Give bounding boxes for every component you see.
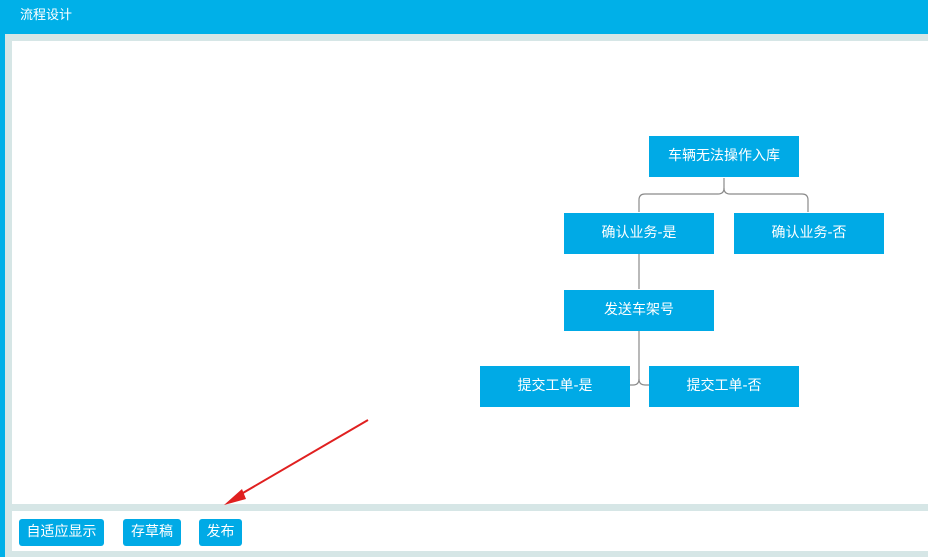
publish-button[interactable]: 发布 [199,519,242,546]
flow-node-label: 提交工单-是 [517,378,593,394]
flow-node-label: 发送车架号 [604,302,674,318]
flow-node-submit-yes[interactable]: 提交工单-是 [480,366,630,407]
connector-send-branch-right [638,378,649,386]
save-draft-button[interactable]: 存草稿 [123,519,181,546]
bottom-toolbar: 自适应显示 存草稿 发布 [12,511,928,551]
fit-view-button[interactable]: 自适应显示 [19,519,104,546]
window-title: 流程设计 [20,8,73,23]
title-bar: 流程设计 [0,0,928,34]
flow-node-vehicle-cannot-enter[interactable]: 车辆无法操作入库 [649,136,799,177]
flow-node-label: 确认业务-是 [601,225,677,241]
flow-node-label: 确认业务-否 [771,225,847,241]
left-accent-bar [0,34,5,557]
flow-node-confirm-no[interactable]: 确认业务-否 [734,213,884,254]
flow-node-label: 车辆无法操作入库 [668,148,780,164]
flow-node-confirm-yes[interactable]: 确认业务-是 [564,213,714,254]
connector-root-branch-right [723,187,809,212]
connector-root-branch [638,178,725,212]
flow-node-label: 提交工单-否 [686,378,762,394]
flow-canvas[interactable]: 车辆无法操作入库 确认业务-是 确认业务-否 发送车架号 提交工单-是 提交工单… [12,41,928,504]
connector-send-branch [629,330,640,386]
flow-connectors [629,178,809,386]
flow-node-send-vin[interactable]: 发送车架号 [564,290,714,331]
flow-node-submit-no[interactable]: 提交工单-否 [649,366,799,407]
